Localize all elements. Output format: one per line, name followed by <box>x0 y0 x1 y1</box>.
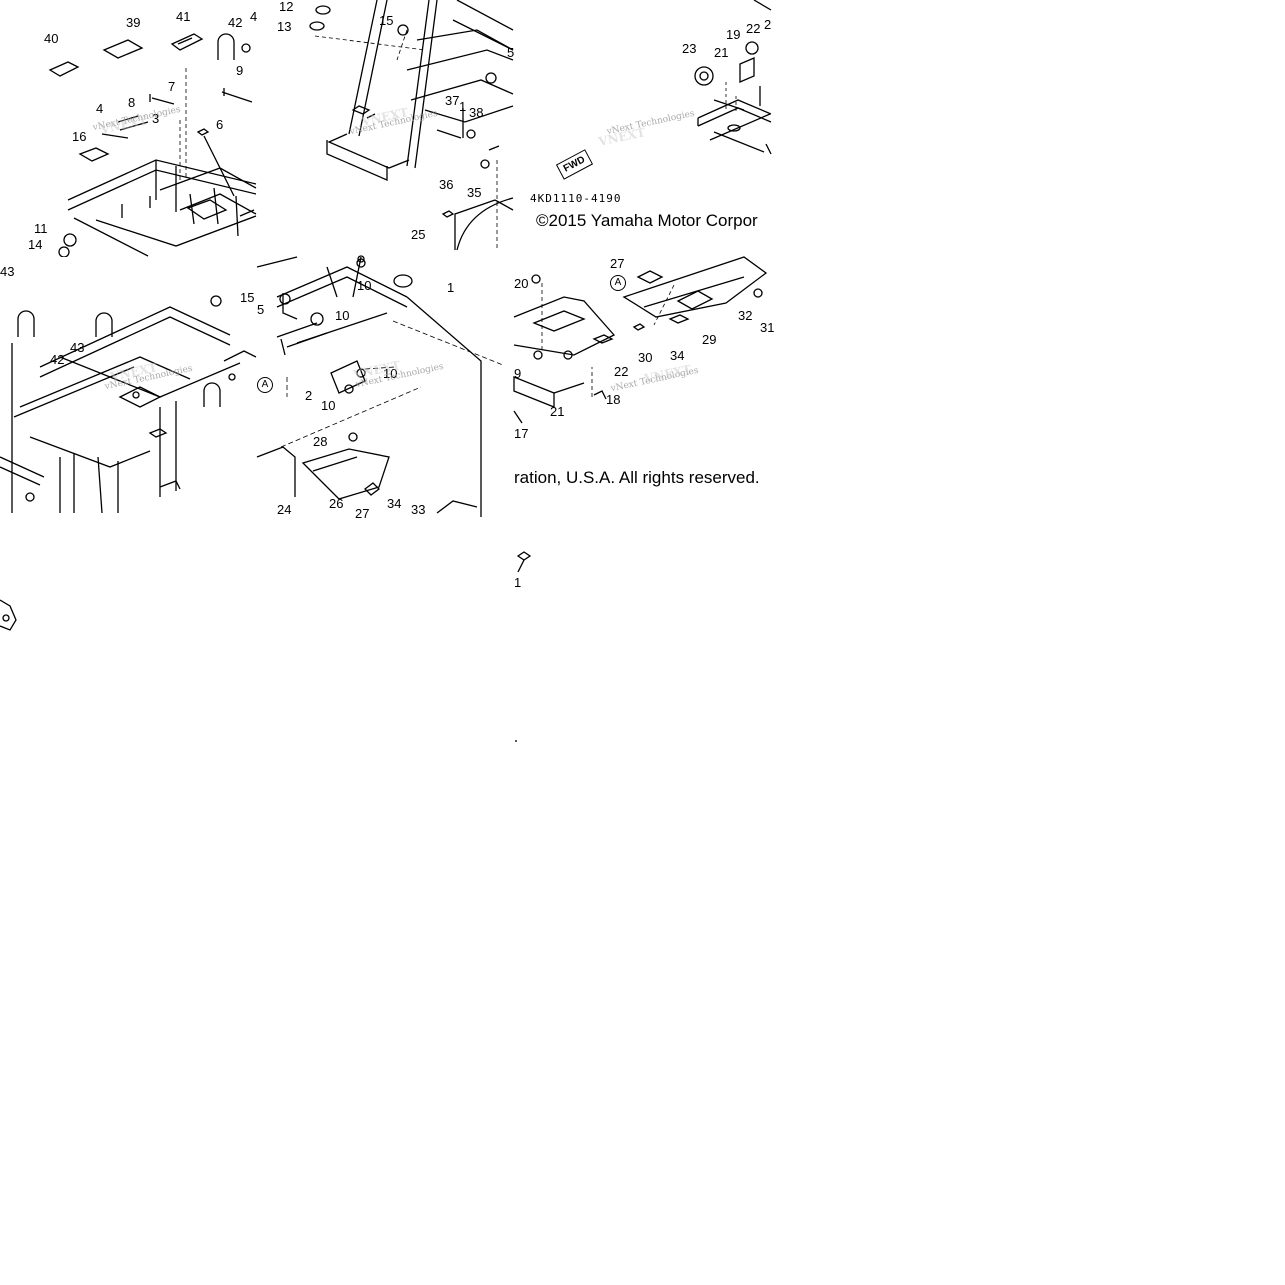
callout-43-mid: 43 <box>70 340 85 355</box>
frame-drawing-mid-right <box>513 256 768 424</box>
callout-36: 36 <box>439 177 454 192</box>
callout-5: 5 <box>507 45 515 60</box>
callout-24: 24 <box>277 502 292 517</box>
callout-6: 6 <box>216 117 224 132</box>
callout-5-mid: 5 <box>257 302 265 317</box>
callout-29: 29 <box>702 332 717 347</box>
callout-10-d: 10 <box>321 398 336 413</box>
callout-34-mid: 34 <box>387 496 402 511</box>
callout-14: 14 <box>28 237 43 252</box>
callout-34: 34 <box>670 348 685 363</box>
callout-21-mid: 21 <box>550 404 565 419</box>
part-code-label: 4KD1110-4190 <box>530 192 622 205</box>
callout-9-mid: 9 <box>514 366 522 381</box>
callout-32: 32 <box>738 308 753 323</box>
callout-10-a: 10 <box>357 278 372 293</box>
callout-2-mid: 2 <box>305 388 313 403</box>
callout-35: 35 <box>467 185 482 200</box>
callout-21: 21 <box>714 45 729 60</box>
diagram-tile-top-middle: 12 13 15 5 37 1 38 36 35 25 vNext Techno… <box>257 0 514 257</box>
callout-11: 11 <box>34 221 48 236</box>
callout-20: 20 <box>514 276 529 291</box>
diagram-tile-top-left: 39 41 42 4 40 9 7 4 8 3 16 6 11 14 vNext… <box>0 0 258 258</box>
frame-drawing-top-middle <box>309 0 514 251</box>
diagram-tile-bottom-middle: 1 <box>514 514 771 771</box>
callout-37: 37 <box>445 93 460 108</box>
callout-30: 30 <box>638 350 653 365</box>
diagram-tile-mid-left: 43 15 42 43 vNext Technologies VNEXT <box>0 257 257 514</box>
frame-drawing-mid-left <box>0 295 257 514</box>
callout-15: 15 <box>379 13 394 28</box>
callout-1: 1 <box>459 99 467 114</box>
callout-27: 27 <box>610 256 625 271</box>
callout-13: 13 <box>277 19 292 34</box>
callout-42-mid: 42 <box>50 352 65 367</box>
callout-4: 4 <box>96 101 104 116</box>
callout-17: 17 <box>514 426 529 441</box>
callout-22: 22 <box>746 21 761 36</box>
callout-7: 7 <box>168 79 176 94</box>
callout-10-c: 10 <box>383 366 398 381</box>
copyright-notice-start: ©2015 Yamaha Motor Corpor <box>536 211 758 230</box>
callout-27-mid: 27 <box>355 506 370 521</box>
callout-3: 3 <box>152 111 160 126</box>
frame-fragment-bottom-middle <box>515 551 532 742</box>
diagram-tile-mid-right: 27 20 32 31 30 34 29 22 21 18 17 9 A rat… <box>513 256 775 514</box>
frame-fragment-bottom-left <box>0 599 17 631</box>
callout-18: 18 <box>606 392 621 407</box>
callout-40: 40 <box>44 31 59 46</box>
callout-43-edge: 43 <box>0 264 15 279</box>
reference-marker-a-right: A <box>610 275 626 291</box>
callout-38: 38 <box>469 105 484 120</box>
frame-drawing-top-right <box>694 0 772 155</box>
callout-12: 12 <box>279 0 294 14</box>
callout-33: 33 <box>411 502 426 517</box>
reference-marker-a-mid: A <box>257 377 273 393</box>
frame-drawing-top-left <box>48 33 257 258</box>
callout-1-mid: 1 <box>447 280 455 295</box>
callout-25: 25 <box>411 227 426 242</box>
callout-39: 39 <box>126 15 141 30</box>
frame-drawing-mid-middle <box>256 255 504 517</box>
copyright-notice-end: ration, U.S.A. All rights reserved. <box>514 468 760 487</box>
callout-22-mid: 22 <box>614 364 629 379</box>
callout-8: 8 <box>128 95 136 110</box>
diagram-tile-mid-middle: 10 1 5 10 10 2 10 28 24 26 34 27 33 A vN… <box>256 255 514 520</box>
callout-19: 19 <box>726 27 741 42</box>
callout-23: 23 <box>682 41 697 56</box>
callout-10-b: 10 <box>335 308 350 323</box>
callout-2: 2 <box>764 17 772 32</box>
callout-26: 26 <box>329 496 344 511</box>
diagram-tile-top-right: 23 19 22 2 21 FWD 4KD1110-4190 ©2015 Yam… <box>514 0 772 257</box>
callout-16: 16 <box>72 129 87 144</box>
callout-4-top: 4 <box>250 9 258 24</box>
callout-28: 28 <box>313 434 328 449</box>
callout-9: 9 <box>236 63 244 78</box>
callout-31: 31 <box>760 320 775 335</box>
callout-15-mid: 15 <box>240 290 255 305</box>
callout-42: 42 <box>228 15 243 30</box>
diagram-tile-bottom-left <box>0 514 257 771</box>
callout-1-bottom: 1 <box>514 575 522 590</box>
callout-41: 41 <box>176 9 191 24</box>
